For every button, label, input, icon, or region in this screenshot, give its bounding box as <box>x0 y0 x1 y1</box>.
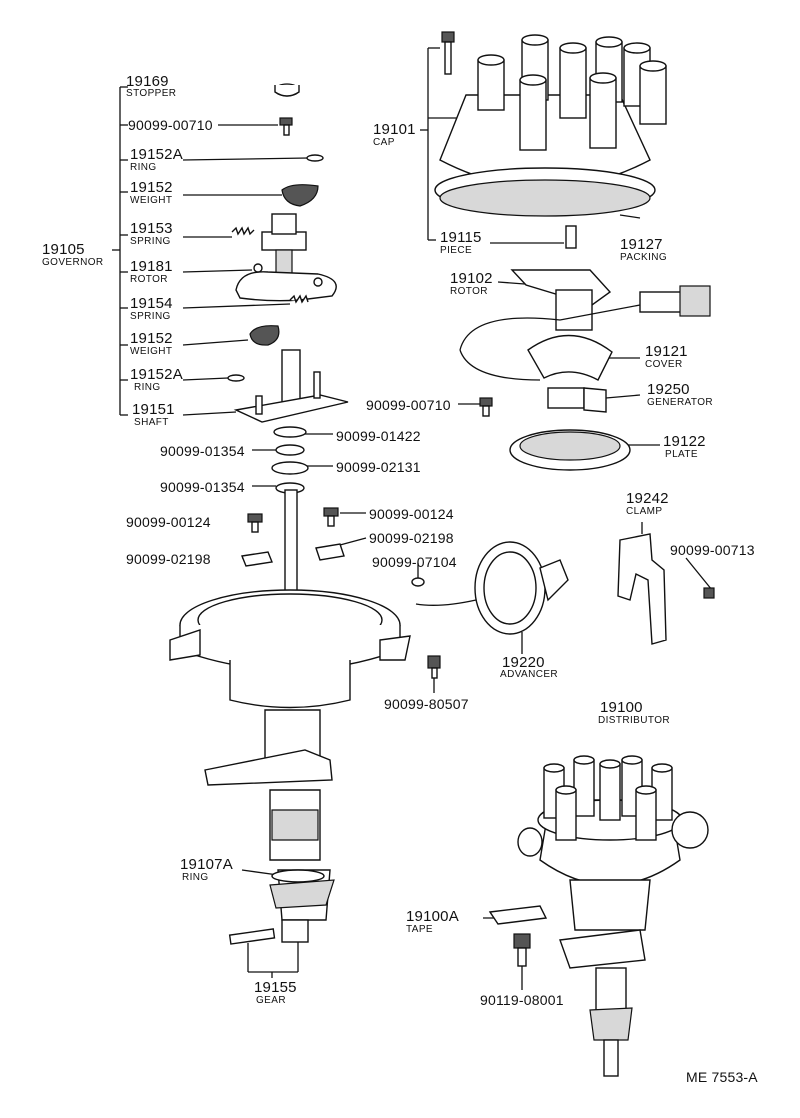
packing-part-number: 19127 <box>620 236 663 253</box>
clamp-screw-part-number: 90099-00713 <box>670 542 755 558</box>
cover-part-name: COVER <box>645 359 683 370</box>
generator-wire <box>459 285 711 381</box>
clamp-part-number: 19242 <box>626 490 669 507</box>
governor-part-number: 19105 <box>42 241 85 258</box>
spring-b-part-name: SPRING <box>130 311 171 322</box>
ring-part-a <box>306 154 324 162</box>
ring-a-part-name: RING <box>130 162 157 173</box>
generator-part-number: 19250 <box>647 381 690 398</box>
generator-part-name: GENERATOR <box>647 397 714 408</box>
cap-part-number: 19101 <box>373 121 416 138</box>
ring-b-part-number: 19152A <box>130 366 183 383</box>
bolt-advancer-part-number: 90099-80507 <box>384 696 469 712</box>
lock-plate-left <box>241 551 273 567</box>
washers-stack <box>271 426 309 494</box>
piece-part-name: PIECE <box>440 245 473 256</box>
pin-part <box>228 928 276 945</box>
spring-part-a <box>231 226 255 236</box>
shaft-part-name: SHAFT <box>134 417 169 428</box>
ring-a-part-number: 19152A <box>130 146 183 163</box>
advancer-bolt <box>427 655 441 679</box>
figure-code: ME 7553-A <box>686 1069 758 1085</box>
governor-bracket <box>112 86 128 416</box>
ring-b-part-name: RING <box>134 382 161 393</box>
weight-b-part-name: WEIGHT <box>130 346 173 357</box>
rotor-part-number: 19102 <box>450 270 493 287</box>
cover-part-number: 19121 <box>645 343 688 360</box>
leader-lines-left <box>182 124 367 978</box>
distributor-part-number: 19100 <box>600 699 643 716</box>
weight-part-b <box>249 325 280 346</box>
ring-gear-part-number: 19107A <box>180 856 233 873</box>
small-screw-left <box>247 513 263 533</box>
lock-plate-right <box>315 543 345 561</box>
gear-part-name: GEAR <box>256 995 286 1006</box>
spring-b-part-number: 19154 <box>130 295 173 312</box>
distributor-part-name: DISTRIBUTOR <box>598 715 670 726</box>
rotor-part-name: ROTOR <box>450 286 488 297</box>
cover-part <box>527 334 613 381</box>
plate-right-part-number: 90099-02198 <box>369 530 454 546</box>
tape-part <box>488 905 548 925</box>
screw-left-part-number: 90099-00124 <box>126 514 211 530</box>
rotor-governor-part-number: 19181 <box>130 258 173 275</box>
piece-part-number: 19115 <box>440 229 482 246</box>
rotor-part <box>510 269 612 331</box>
distributor-cap <box>434 34 667 217</box>
advancer-part-number: 19220 <box>502 654 545 671</box>
advancer-part <box>415 541 569 635</box>
gear-part-number: 19155 <box>254 979 297 996</box>
weight-a-part-number: 19152 <box>130 179 173 196</box>
spring-part-b <box>289 294 309 304</box>
plate-part <box>509 429 631 471</box>
screw-part-top <box>279 117 293 136</box>
screw-right-part-number: 90099-00124 <box>369 506 454 522</box>
cap-part-name: CAP <box>373 137 395 148</box>
generator-screw <box>479 397 493 417</box>
screw-generator-part-number: 90099-00710 <box>366 397 451 413</box>
generator-part <box>547 387 607 413</box>
clip-part-number: 90099-07104 <box>372 554 457 570</box>
rotor-governor-part-name: ROTOR <box>130 274 168 285</box>
weight-b-part-number: 19152 <box>130 330 173 347</box>
weight-part-a <box>281 184 319 207</box>
spring-a-part-name: SPRING <box>130 236 171 247</box>
shaft-part <box>233 349 349 423</box>
piece-part <box>565 225 577 249</box>
clamp-part-name: CLAMP <box>626 506 663 517</box>
ring-part-b <box>227 374 245 382</box>
washer4-part-number: 90099-01354 <box>160 479 245 495</box>
cap-screw <box>441 31 455 75</box>
clamp-screw <box>703 587 715 599</box>
bolt-distributor-part-number: 90119-08001 <box>480 992 564 1008</box>
tape-part-name: TAPE <box>406 924 433 935</box>
spring-a-part-number: 19153 <box>130 220 173 237</box>
weight-a-part-name: WEIGHT <box>130 195 173 206</box>
advancer-part-name: ADVANCER <box>500 669 559 680</box>
distributor-bolt <box>513 933 531 967</box>
small-screw-right <box>323 507 339 527</box>
stopper-part-name: STOPPER <box>126 88 177 99</box>
shaft-part-number: 19151 <box>132 401 175 418</box>
screw-top-part-number: 90099-00710 <box>128 117 213 133</box>
gear-ring <box>271 869 325 883</box>
clamp-part <box>617 533 667 645</box>
ring-gear-part-name: RING <box>182 872 209 883</box>
washer2-part-number: 90099-01354 <box>160 443 245 459</box>
stopper-part <box>274 83 300 97</box>
distributor-housing <box>169 589 411 943</box>
plate-left-part-number: 90099-02198 <box>126 551 211 567</box>
washer3-part-number: 90099-02131 <box>336 459 421 475</box>
rotor-governor-part <box>235 213 337 302</box>
packing-part-name: PACKING <box>620 252 668 263</box>
washer1-part-number: 90099-01422 <box>336 428 421 444</box>
clip-part <box>411 577 425 587</box>
stopper-part-number: 19169 <box>126 73 169 90</box>
plate-part-number: 19122 <box>663 433 706 450</box>
assembled-distributor <box>517 755 709 1077</box>
tape-part-number: 19100A <box>406 908 459 925</box>
plate-part-name: PLATE <box>665 449 698 460</box>
governor-part-name: GOVERNOR <box>42 257 104 268</box>
